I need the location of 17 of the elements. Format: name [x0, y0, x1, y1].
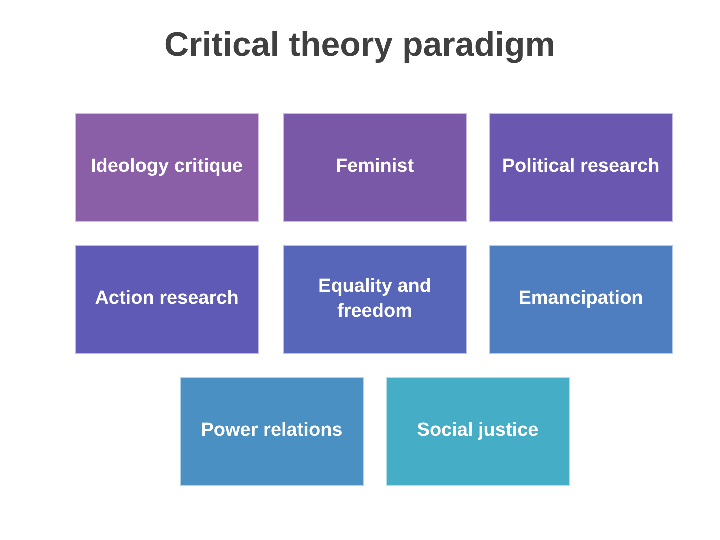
topic-label: Political research [502, 155, 660, 180]
title: Critical theory paradigm [163, 26, 557, 65]
topic-box [489, 245, 673, 354]
topic-box [75, 113, 259, 222]
topic-label: Power relations [201, 419, 343, 444]
topic-box [283, 245, 467, 354]
topic-label: Ideology critique [90, 155, 244, 180]
topic-label: Emancipation [518, 287, 644, 312]
topic-box [489, 113, 673, 222]
topic-box [283, 113, 467, 222]
topic-box [75, 245, 259, 354]
topic-label: Action research [95, 287, 239, 312]
topic-label: Equality and freedom [318, 274, 432, 324]
topic-label: Feminist [336, 155, 414, 180]
topic-box [386, 377, 570, 486]
topic-label: Social justice [417, 419, 539, 444]
topic-box [180, 377, 364, 486]
